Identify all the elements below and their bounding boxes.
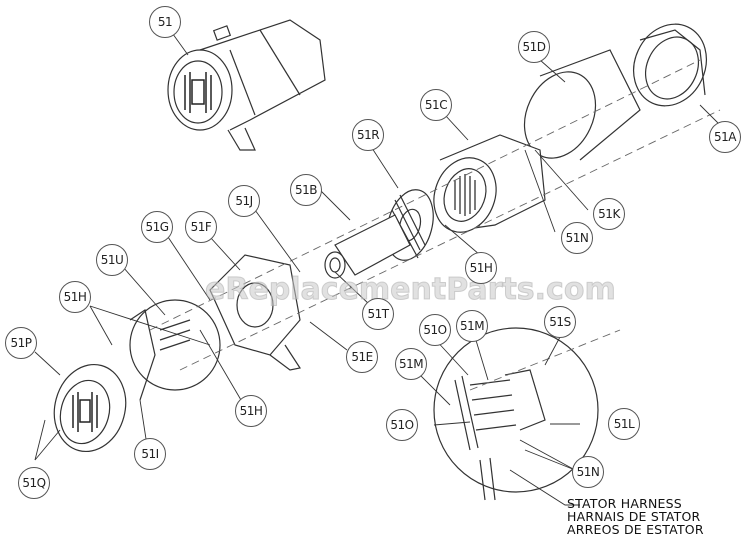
callout-51c: 51C	[420, 89, 452, 121]
callout-51r: 51R	[352, 119, 384, 151]
callout-51b: 51B	[290, 174, 322, 206]
assembly-axis-lines	[149, 59, 721, 391]
callout-51f: 51F	[185, 211, 217, 243]
watermark: eReplacementParts.com	[205, 272, 617, 308]
wiring-cover	[129, 299, 221, 401]
callout-51q: 51Q	[18, 467, 50, 499]
callout-51: 51	[149, 6, 181, 38]
harness-label-es: ARREOS DE ESTATOR	[567, 522, 704, 537]
callout-51u: 51U	[96, 244, 128, 276]
callout-51m-left: 51M	[395, 348, 427, 380]
callout-51t: 51T	[362, 298, 394, 330]
callout-51n-bottom: 51N	[572, 456, 604, 488]
callout-51o-top: 51O	[419, 314, 451, 346]
callout-51l: 51L	[608, 408, 640, 440]
callout-51a: 51A	[709, 121, 741, 153]
callout-51k: 51K	[593, 198, 625, 230]
callout-51h-top: 51H	[465, 252, 497, 284]
callout-51e: 51E	[346, 341, 378, 373]
end-cap	[633, 23, 707, 107]
rotor	[324, 214, 411, 279]
callout-51i: 51I	[134, 438, 166, 470]
callout-51j: 51J	[228, 185, 260, 217]
harness-label-en: STATOR HARNESS	[567, 496, 682, 511]
stator	[433, 134, 546, 233]
callout-51g: 51G	[141, 211, 173, 243]
callout-51m-top: 51M	[456, 310, 488, 342]
callout-51s: 51S	[544, 306, 576, 338]
callout-51p: 51P	[5, 327, 37, 359]
assembled-alternator	[167, 19, 326, 151]
stator-harness-label: STATOR HARNESS HARNAIS DE STATOR ARREOS …	[567, 497, 704, 536]
callout-51h-bottom: 51H	[235, 395, 267, 427]
callout-51n-top: 51N	[561, 222, 593, 254]
callout-51h-left: 51H	[59, 281, 91, 313]
callout-51d: 51D	[518, 31, 550, 63]
bearing-bracket	[209, 254, 301, 371]
callout-51o-left: 51O	[386, 409, 418, 441]
harness-label-fr: HARNAIS DE STATOR	[567, 509, 701, 524]
harness-detail	[433, 327, 599, 501]
rear-cover	[53, 363, 127, 453]
leader-lines	[34, 29, 721, 506]
